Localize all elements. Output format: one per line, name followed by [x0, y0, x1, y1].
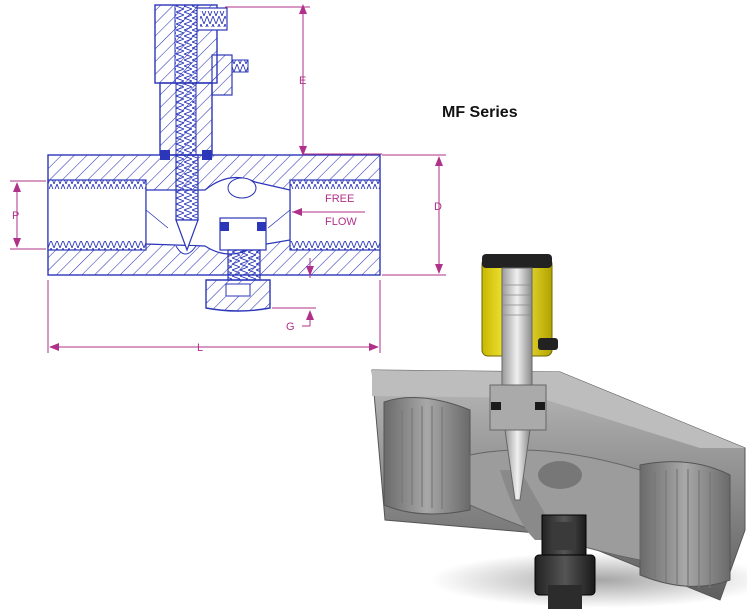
dimension-label-p: P [12, 210, 19, 222]
bonnet-assembly [154, 4, 249, 252]
check-assembly [205, 217, 271, 312]
cross-section-drawing: FREE FLOW [10, 4, 446, 354]
flow-indicator: FREE FLOW [292, 193, 365, 228]
series-title: MF Series [442, 104, 518, 121]
valve-body-section [47, 154, 381, 276]
dimension-lines [10, 6, 446, 353]
dimension-label-d: D [434, 201, 442, 213]
flow-label-flow: FLOW [325, 216, 357, 228]
dimension-label-g: G [286, 321, 295, 333]
dimension-label-e: E [299, 75, 306, 87]
flow-label-free: FREE [325, 193, 354, 205]
dimension-arrowheads [13, 4, 443, 351]
valve-3d-cutaway [371, 254, 747, 609]
dimension-label-l: L [197, 342, 203, 354]
